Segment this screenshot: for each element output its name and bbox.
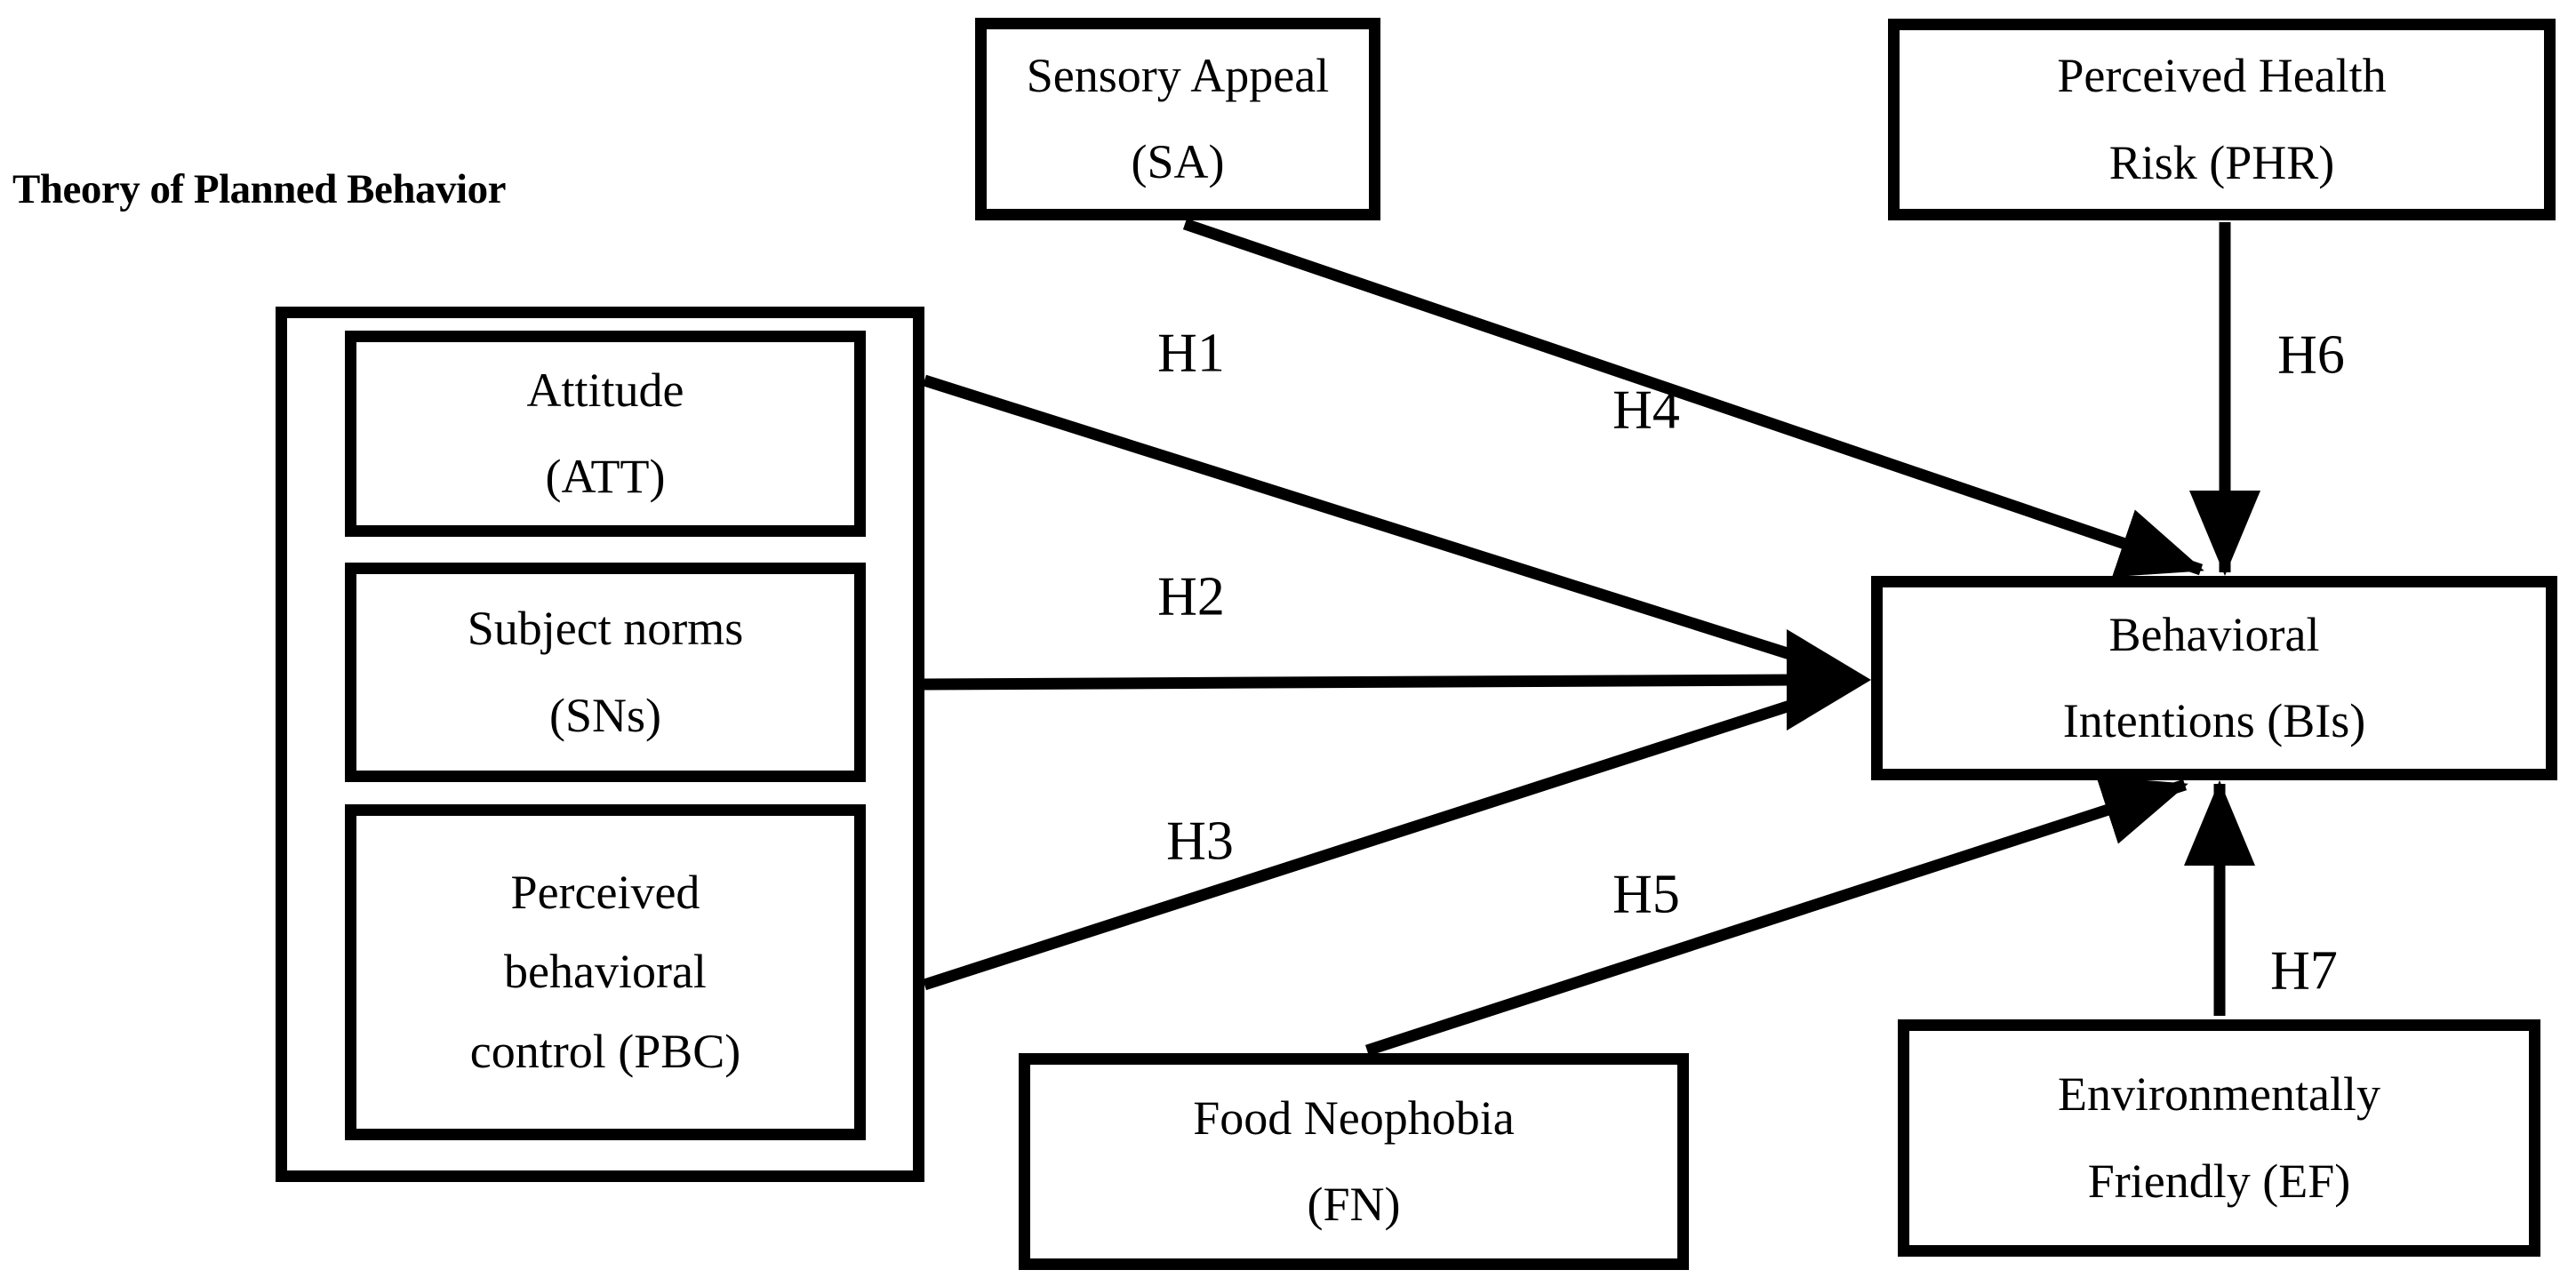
pbc-node: Perceived behavioral control (PBC) xyxy=(345,804,866,1140)
h4-label: H4 xyxy=(1612,379,1680,441)
environmentally-friendly-label: Environmentally Friendly (EF) xyxy=(2058,1051,2380,1224)
pbc-label-line1: Perceived xyxy=(510,866,700,920)
attitude-label: Attitude (ATT) xyxy=(527,347,684,520)
environmentally-friendly-node: Environmentally Friendly (EF) xyxy=(1898,1019,2540,1257)
environmentally-friendly-label-line2: Friendly (EF) xyxy=(2087,1154,2351,1208)
diagram-title: Theory of Planned Behavior xyxy=(12,166,506,212)
food-neophobia-label-line2: (FN) xyxy=(1307,1178,1401,1231)
converging-arrowhead xyxy=(1787,629,1871,731)
h2-arrow-line xyxy=(924,674,1796,691)
h7-label: H7 xyxy=(2270,940,2338,1002)
phr-label-line2: Risk (PHR) xyxy=(2108,135,2335,189)
attitude-label-line2: (ATT) xyxy=(545,450,666,503)
phr-label-line1: Perceived Health xyxy=(2057,49,2387,103)
attitude-label-line1: Attitude xyxy=(526,363,684,417)
h3-label: H3 xyxy=(1166,811,1234,872)
environmentally-friendly-label-line1: Environmentally xyxy=(2058,1067,2380,1122)
subject-norms-label: Subject norms (SNs) xyxy=(468,586,743,758)
subject-norms-label-line2: (SNs) xyxy=(548,688,661,742)
h1-label: H1 xyxy=(1157,323,1225,384)
attitude-node: Attitude (ATT) xyxy=(345,331,866,537)
phr-label: Perceived Health Risk (PHR) xyxy=(2057,33,2386,205)
phr-node: Perceived Health Risk (PHR) xyxy=(1888,19,2556,220)
h6-label: H6 xyxy=(2277,324,2345,386)
behavioral-intentions-label: Behavioral Intentions (BIs) xyxy=(2063,592,2365,764)
sensory-appeal-label-line1: Sensory Appeal xyxy=(1026,48,1330,102)
h3-arrow-line xyxy=(923,698,1797,991)
h5-label: H5 xyxy=(1612,864,1680,925)
sensory-appeal-node: Sensory Appeal (SA) xyxy=(975,18,1380,220)
pbc-label-line2: behavioral xyxy=(504,945,707,999)
subject-norms-node: Subject norms (SNs) xyxy=(345,563,866,782)
sensory-appeal-label-line2: (SA) xyxy=(1131,135,1225,188)
food-neophobia-label-line1: Food Neophobia xyxy=(1193,1090,1515,1145)
tpb-group-box xyxy=(276,307,924,1182)
behavioral-intentions-node: Behavioral Intentions (BIs) xyxy=(1871,576,2557,780)
subject-norms-label-line1: Subject norms xyxy=(467,602,744,656)
food-neophobia-label: Food Neophobia (FN) xyxy=(1193,1075,1514,1248)
pbc-label-line3: control (PBC) xyxy=(469,1024,741,1078)
behavioral-intentions-label-line2: Intentions (BIs) xyxy=(2062,694,2366,747)
behavioral-intentions-label-line1: Behavioral xyxy=(2108,607,2320,661)
sensory-appeal-label: Sensory Appeal (SA) xyxy=(1027,33,1329,205)
h4-arrow-line xyxy=(1182,218,2204,578)
h5-arrow-line xyxy=(1364,776,2188,1057)
h2-label: H2 xyxy=(1157,566,1225,627)
food-neophobia-node: Food Neophobia (FN) xyxy=(1019,1053,1689,1270)
pbc-label: Perceived behavioral control (PBC) xyxy=(470,853,741,1090)
